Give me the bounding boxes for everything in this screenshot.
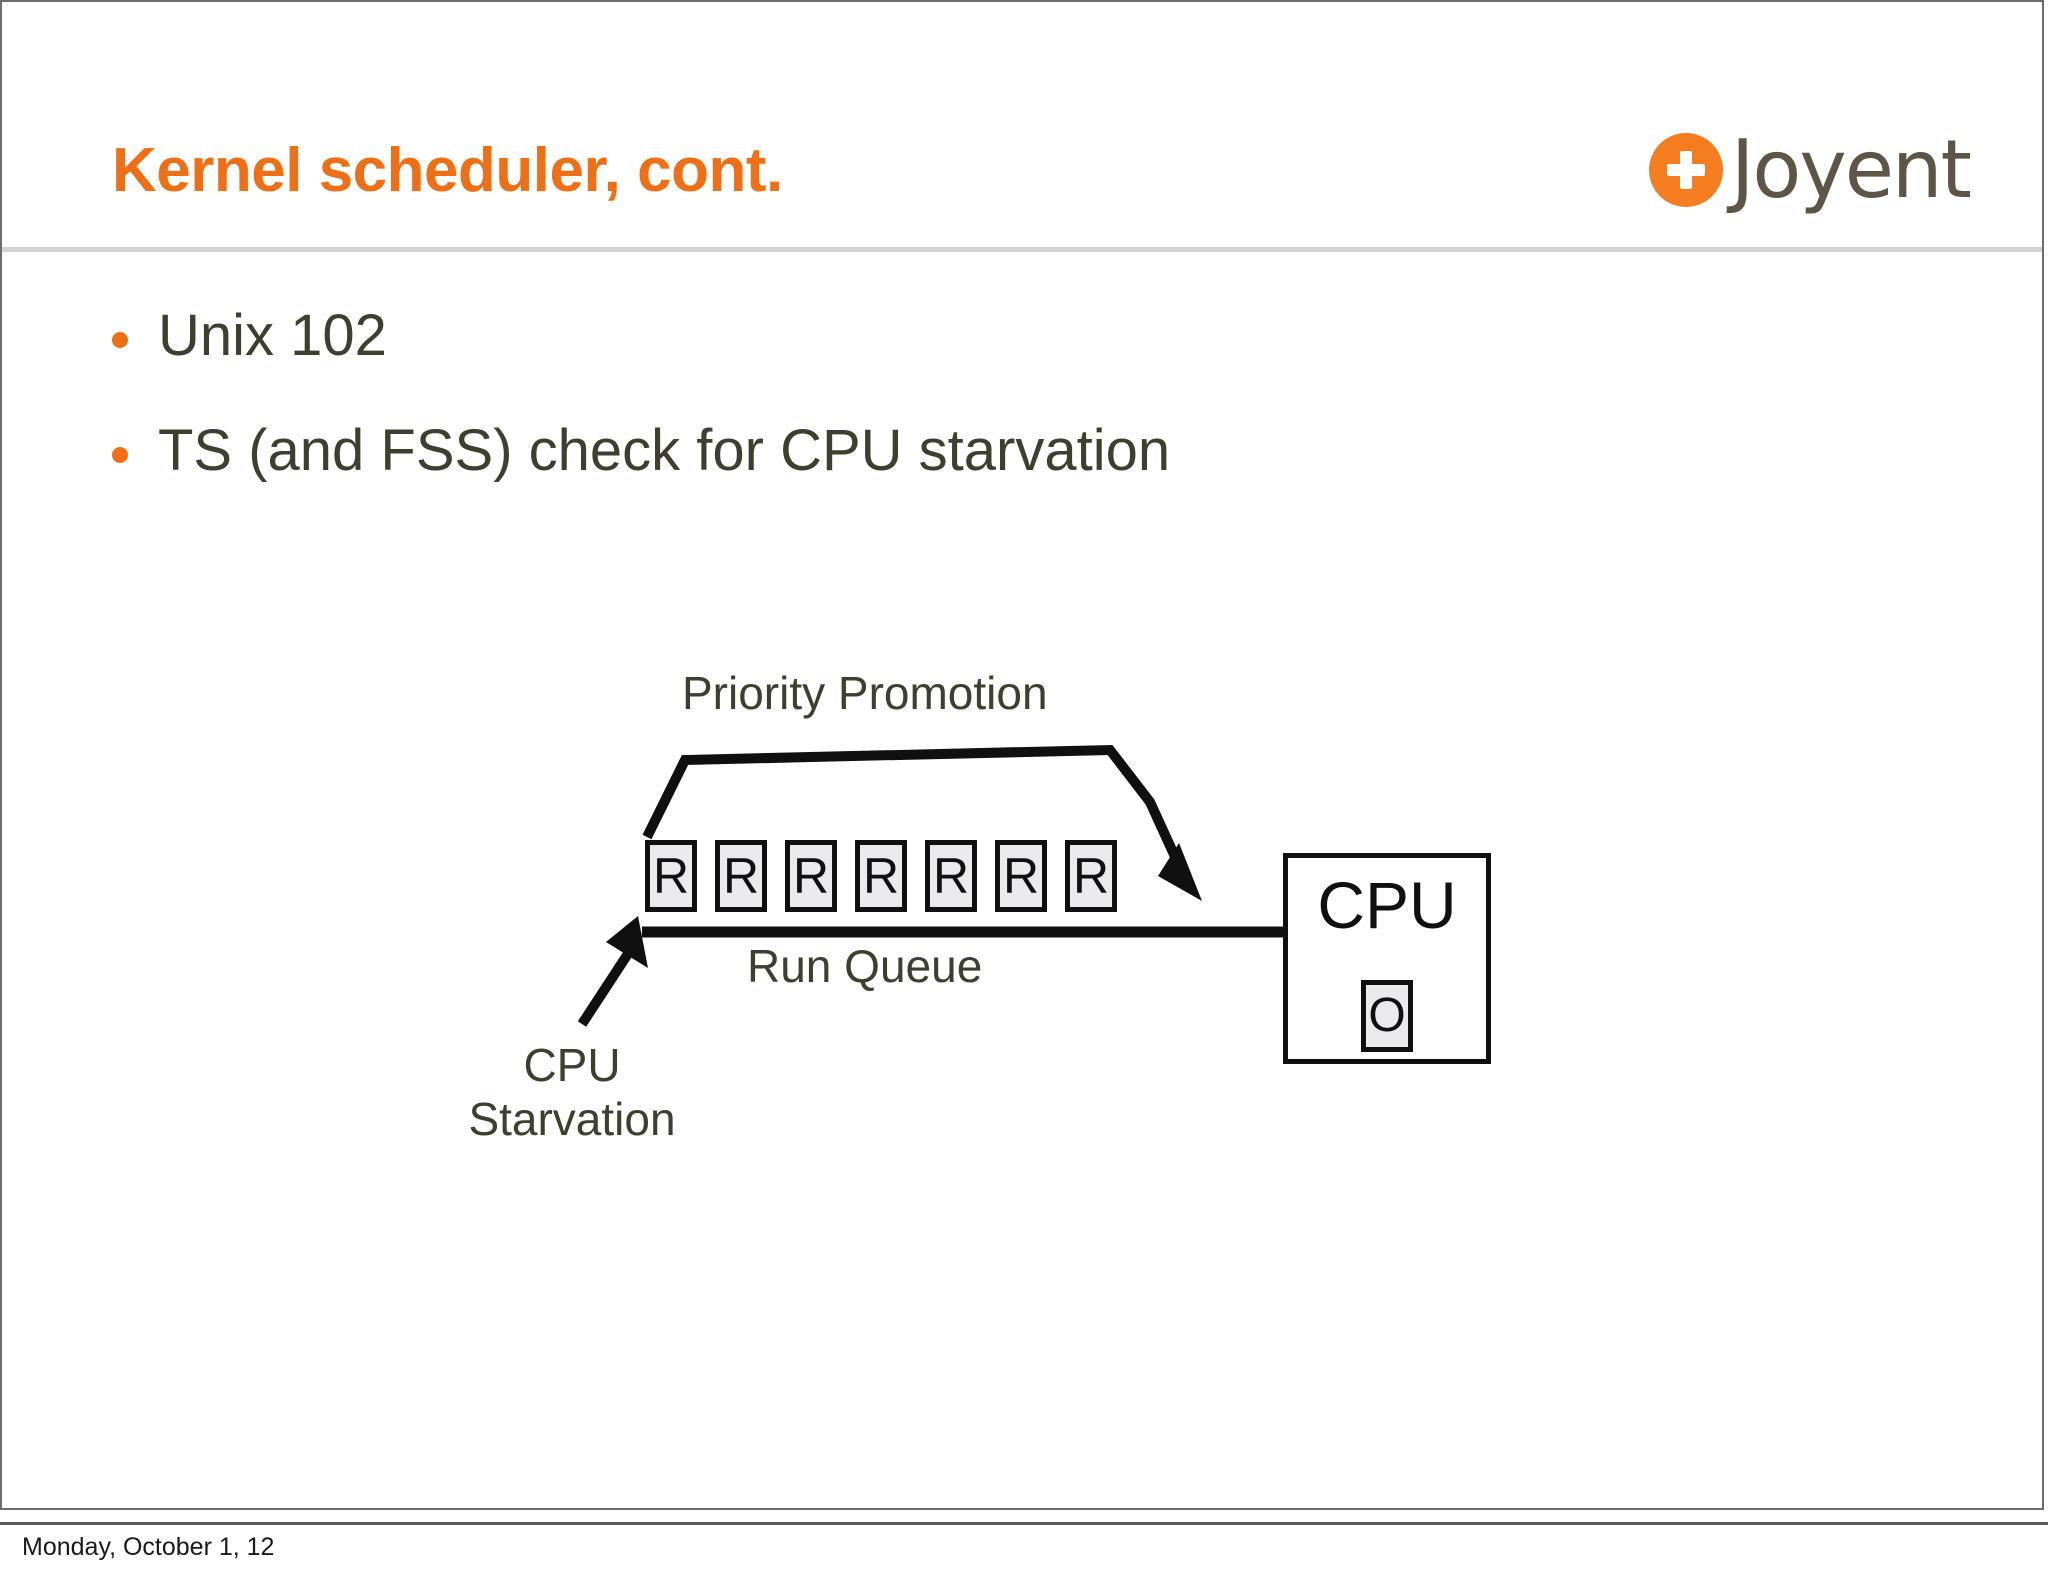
cpu-label: CPU: [1317, 868, 1457, 942]
cpu-running-slot: O: [1361, 980, 1413, 1052]
footer-divider: [0, 1522, 2048, 1525]
run-queue-slot: R: [785, 840, 837, 912]
run-queue-label: Run Queue: [747, 940, 983, 992]
run-queue-slot: R: [1065, 840, 1117, 912]
run-queue-slot: R: [645, 840, 697, 912]
cpu-starvation-label-line1: CPU: [523, 1039, 621, 1091]
cpu-starvation-label: CPU Starvation: [457, 1038, 687, 1147]
cpu-box: CPU O: [1283, 853, 1491, 1064]
plus-in-circle-icon: [1648, 133, 1723, 207]
cpu-starvation-arrowhead-icon: [606, 916, 648, 968]
header-divider: [2, 247, 2042, 252]
joyent-wordmark: Joyent: [1730, 123, 1972, 216]
bullet-list: Unix 102 TS (and FSS) check for CPU star…: [112, 302, 1812, 533]
footer-date: Monday, October 1, 12: [22, 1533, 275, 1561]
priority-promotion-arrow-line: [642, 744, 1187, 875]
run-queue-slot: R: [995, 840, 1047, 912]
bullet-dot-icon: [112, 332, 128, 348]
joyent-logo: Joyent: [1648, 123, 1972, 216]
slide-header: Kernel scheduler, cont. Joyent: [2, 2, 2042, 252]
page-title: Kernel scheduler, cont.: [112, 136, 783, 205]
run-queue-slot: R: [925, 840, 977, 912]
list-item: Unix 102: [112, 302, 1812, 369]
run-queue-slot: R: [715, 840, 767, 912]
priority-promotion-arrowhead-icon: [1158, 843, 1202, 901]
bullet-text: Unix 102: [158, 303, 387, 368]
slide-canvas: Kernel scheduler, cont. Joyent Unix 102 …: [0, 0, 2044, 1510]
cpu-starvation-arrow-line: [577, 937, 642, 1027]
run-queue-slot: R: [855, 840, 907, 912]
priority-promotion-label: Priority Promotion: [682, 667, 1048, 719]
list-item: TS (and FSS) check for CPU starvation: [112, 417, 1812, 484]
bullet-dot-icon: [112, 447, 128, 464]
cpu-starvation-label-line2: Starvation: [468, 1093, 676, 1146]
bullet-text: TS (and FSS) check for CPU starvation: [158, 418, 1171, 484]
